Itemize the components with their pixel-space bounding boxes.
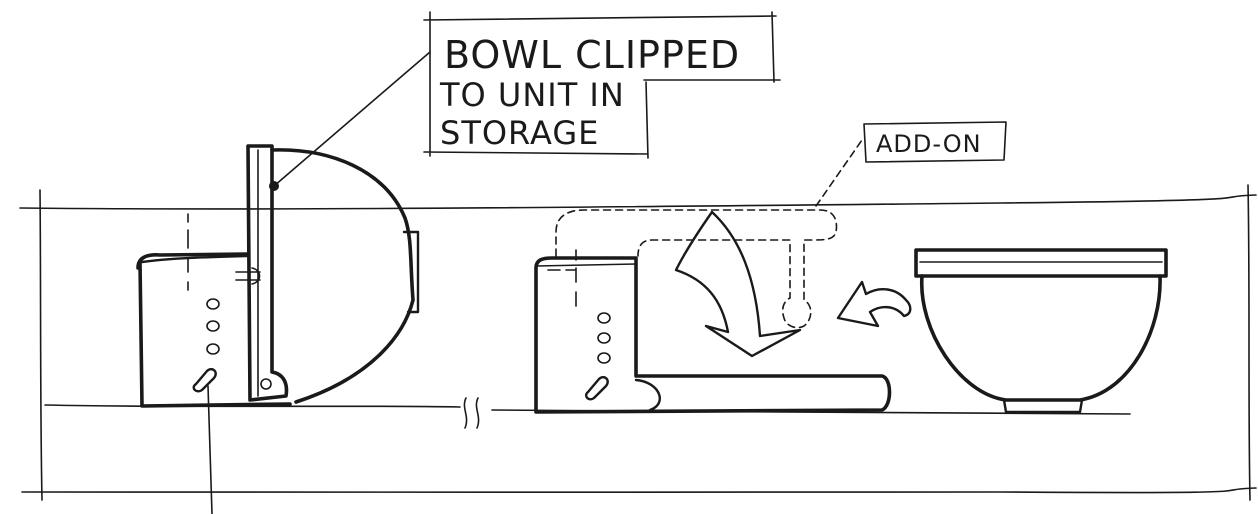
frame-top-line (20, 195, 1256, 209)
break-symbol (464, 398, 478, 428)
callout-addon-leader (816, 140, 862, 206)
control-knob (207, 344, 219, 354)
callout-addon: ADD-ON (816, 122, 1006, 206)
bowl-rim (916, 250, 1166, 276)
attach-arrow (838, 282, 910, 326)
stored-bowl-shell (272, 150, 413, 402)
slide-switch (194, 369, 216, 391)
frame-bottom-line (22, 488, 1256, 493)
callout-addon-label: ADD-ON (876, 130, 982, 158)
callout-storage-line-1: BOWL CLIPPED (444, 33, 740, 77)
control-knob (598, 313, 610, 323)
callout-storage: BOWL CLIPPED TO UNIT IN STORAGE (274, 12, 780, 186)
unit-in-use (536, 210, 910, 412)
bowl-separate (916, 250, 1166, 412)
unit-stored (138, 146, 418, 514)
control-knobs (194, 299, 219, 391)
control-knob (598, 353, 610, 363)
addon-arm-outline (556, 210, 836, 328)
unit-base (536, 258, 890, 412)
control-knob (598, 333, 610, 343)
bowl-body (922, 276, 1160, 400)
unit-top-edge (536, 264, 636, 266)
control-knob (207, 299, 219, 309)
hinge-pin (261, 379, 271, 389)
unit-front-step (636, 380, 660, 410)
table-frame (20, 185, 1256, 500)
control-knobs-in-use (586, 313, 610, 399)
control-knob (207, 321, 219, 331)
unit-top-edge (142, 256, 248, 262)
slide-switch (586, 377, 608, 399)
swing-arrow (676, 212, 800, 356)
frame-right-line (1248, 185, 1250, 500)
callout-storage-line-3: STORAGE (440, 114, 599, 152)
frame-left-line (40, 190, 42, 500)
bowl-rim-plate (248, 146, 286, 400)
callout-storage-line-2: TO UNIT IN (439, 76, 625, 114)
unit-body (138, 254, 290, 406)
